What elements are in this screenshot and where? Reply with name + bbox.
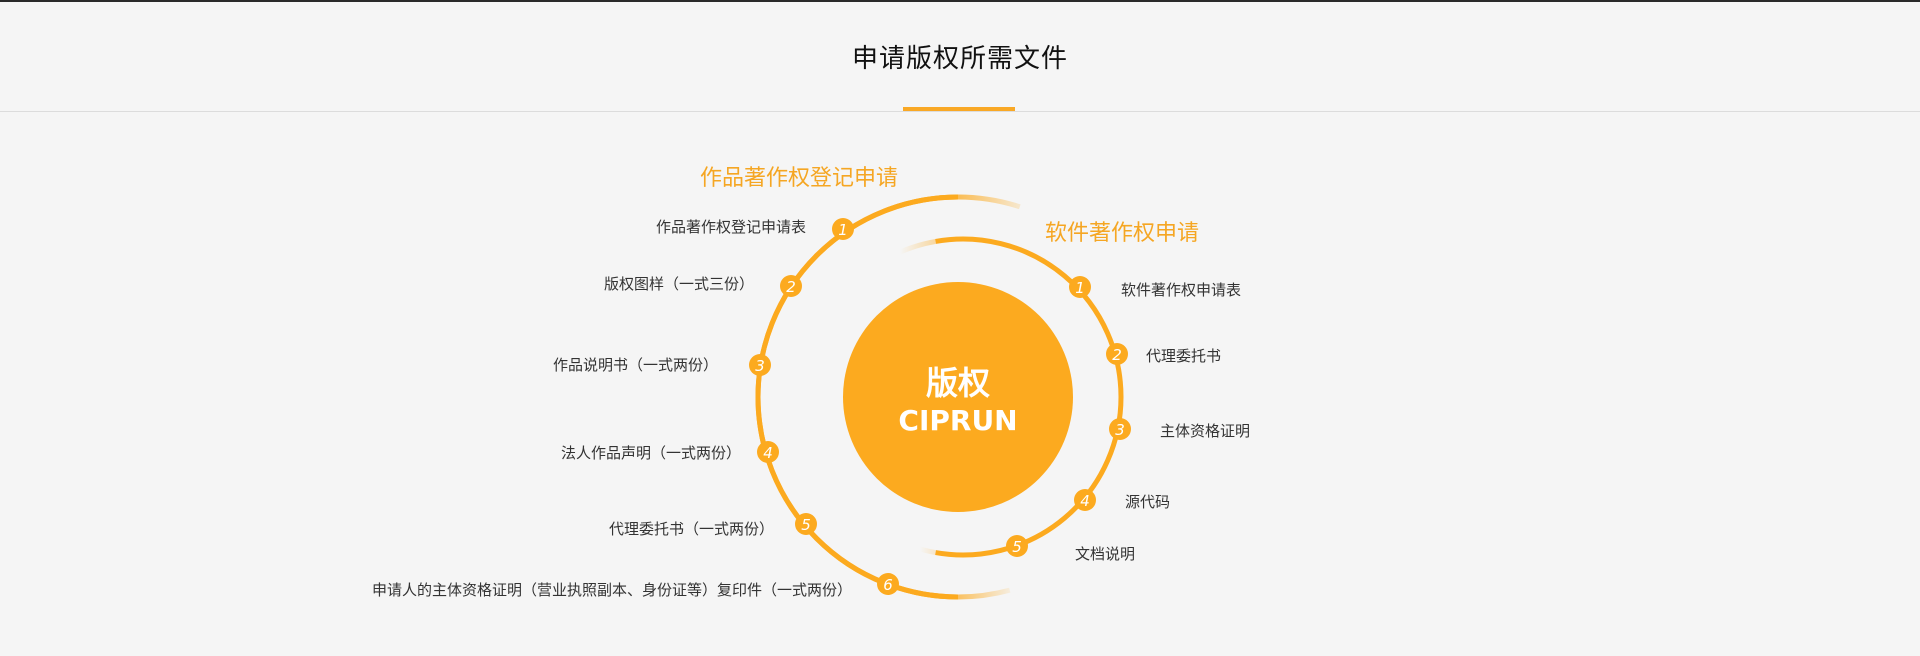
center-title-en: CIPRUN [898, 404, 1018, 437]
software-item-number: 2 [1112, 346, 1122, 364]
works-item-number: 3 [755, 357, 765, 375]
works-item-number: 2 [786, 278, 796, 296]
software-item-marker [1069, 276, 1091, 298]
works-item-label: 申请人的主体资格证明（营业执照副本、身份证等）复印件（一式两份） [371, 581, 852, 599]
center-title-cn: 版权 [925, 364, 990, 402]
works-registration-title: 作品著作权登记申请 [700, 166, 899, 191]
works-item-number: 5 [801, 516, 811, 534]
software-item-label: 文档说明 [1075, 545, 1136, 563]
works-ring-fade-top [957, 194, 1021, 210]
works-item-number: 6 [883, 576, 893, 594]
works-item-label: 代理委托书（一式两份） [608, 520, 774, 538]
works-ring-fade-bottom [957, 587, 1011, 600]
software-item-number: 4 [1080, 492, 1090, 510]
works-item-number: 1 [838, 221, 848, 239]
works-item-marker [757, 441, 779, 463]
top-border [0, 0, 1920, 2]
works-item-number: 4 [763, 444, 773, 462]
header-divider [0, 111, 1920, 112]
software-item-label: 软件著作权申请表 [1121, 281, 1242, 299]
works-item-marker [749, 354, 771, 376]
software-item-label: 主体资格证明 [1160, 422, 1251, 440]
software-ring-fade-top [877, 238, 937, 266]
software-item-label: 代理委托书 [1146, 347, 1222, 365]
software-item-marker [1106, 343, 1128, 365]
software-item-marker [1006, 535, 1028, 557]
works-item-label: 作品著作权登记申请表 [655, 218, 806, 236]
works-item-label: 法人作品声明（一式两份） [560, 444, 741, 462]
works-item-label: 版权图样（一式三份） [603, 275, 754, 293]
software-registration-title: 软件著作权申请 [1045, 221, 1200, 246]
works-item-marker [832, 218, 854, 240]
software-item-label: 源代码 [1125, 493, 1171, 511]
works-ring [755, 194, 1021, 600]
works-item-marker [795, 513, 817, 535]
software-item-number: 1 [1075, 279, 1085, 297]
page-title: 申请版权所需文件 [851, 44, 1068, 74]
software-item-marker [1074, 489, 1096, 511]
works-item-label: 作品说明书（一式两份） [552, 356, 718, 374]
works-markers: 1 2 3 4 5 6 [749, 218, 899, 595]
works-item-marker [877, 573, 899, 595]
software-markers: 1 2 3 4 5 [1006, 276, 1131, 557]
section-header: 申请版权所需文件 [0, 2, 1920, 111]
software-item-marker [1109, 418, 1131, 440]
works-ring-main [755, 194, 959, 600]
software-ring-fade-bottom [882, 531, 937, 556]
works-item-marker [780, 275, 802, 297]
title-accent-bar [903, 107, 1015, 111]
software-item-number: 5 [1012, 538, 1022, 556]
center-circle [843, 282, 1073, 512]
software-item-number: 3 [1115, 421, 1125, 439]
